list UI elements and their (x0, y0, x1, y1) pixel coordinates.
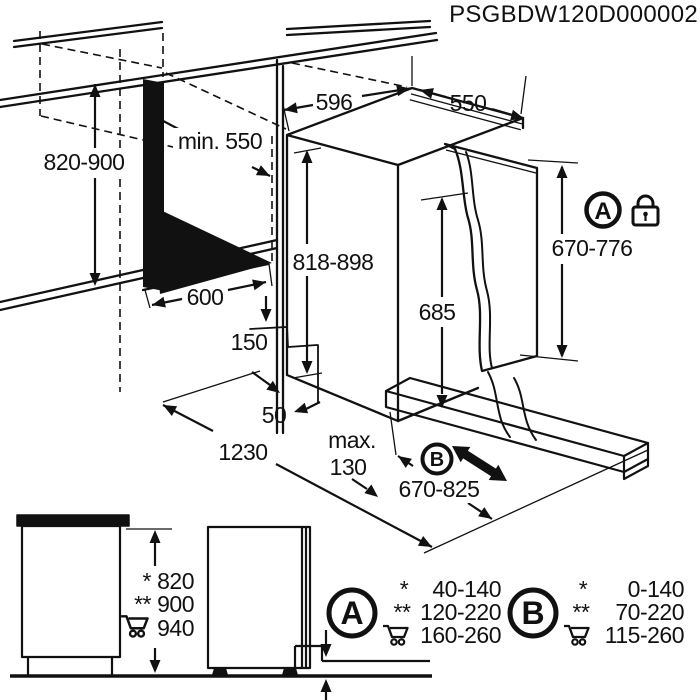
label-niche-depth: min. 550 (178, 128, 262, 154)
label-appliance-height: 818-898 (293, 249, 374, 275)
row-value: 120-220 (420, 599, 501, 625)
cart-icon (121, 615, 149, 638)
dishwasher-side-view (206, 525, 430, 670)
row-value: 70-220 (615, 599, 684, 625)
niche-hidden-edges (39, 31, 408, 392)
leader-lines (144, 56, 649, 554)
side-view-dim-lines (153, 543, 328, 700)
row-value: 40-140 (432, 576, 501, 602)
row-marker: ** (394, 599, 411, 625)
label-plinth-height: 670-825 (399, 476, 480, 502)
cabinet-side-view (20, 524, 122, 675)
marker-a-main: A (584, 191, 622, 229)
appliance-drawing (285, 86, 650, 481)
move-arrow-icon (452, 446, 507, 481)
label-plinth-recess-word: max. (328, 427, 376, 453)
row-value: 115-260 (605, 622, 684, 648)
legend-a: A * 40-140 ** 120-220 160-260 (326, 576, 502, 648)
label-door-inner-height: 685 (419, 299, 456, 325)
row-marker: * (579, 576, 588, 602)
legend-b-letter: B (521, 595, 544, 631)
legend-b: B * 0-140 ** 70-220 115-260 (507, 576, 685, 648)
door-break-line (465, 151, 493, 369)
row-value: 940 (157, 615, 194, 641)
label-backplates (40, 128, 639, 503)
label-niche-height: 820-900 (44, 149, 125, 175)
side-panel-lines (275, 58, 285, 435)
label-side-gap: 50 (262, 402, 287, 428)
drawing-code: PSGBDW120D000002 (449, 1, 698, 28)
legend-a-letter: A (340, 595, 363, 631)
marker-b-main: B (420, 442, 454, 476)
row-value: 820 (157, 568, 194, 594)
circled-b-icon (420, 442, 454, 476)
label-total-depth: 1230 (218, 439, 267, 465)
cart-icon (564, 624, 590, 646)
label-niche-width: 600 (187, 284, 224, 310)
plinth-outline (384, 376, 650, 481)
row-value: 160-260 (420, 622, 501, 648)
row-marker: ** (573, 599, 590, 625)
marker-a-letter: A (594, 198, 611, 225)
label-top-clearance: 150 (231, 329, 268, 355)
side-view-height-table: * 820 ** 900 940 (121, 568, 195, 641)
niche-opening-shadow (143, 79, 272, 294)
circled-a-icon (326, 587, 378, 639)
furniture-door-outline (443, 142, 539, 373)
row-value: 0-140 (628, 576, 684, 602)
label-appliance-depth: 550 (450, 90, 487, 116)
cabinet-counter-slab (16, 514, 130, 527)
plinth-break-lines (487, 371, 537, 441)
counter-lines (0, 19, 439, 109)
row-marker: * (143, 568, 152, 594)
side-views (10, 514, 432, 700)
padlock-icon (631, 194, 660, 227)
row-value: 900 (157, 591, 194, 617)
row-marker: ** (134, 591, 151, 617)
row-marker: * (400, 576, 409, 602)
circled-a-icon (584, 191, 622, 229)
cabinet-structure (0, 19, 439, 435)
circled-b-icon (507, 587, 559, 639)
cart-icon (383, 624, 409, 646)
label-furniture-door-height: 670-776 (552, 235, 633, 261)
label-plinth-recess-value: 130 (330, 454, 367, 480)
marker-b-letter: B (430, 449, 444, 471)
label-appliance-width: 596 (316, 89, 353, 115)
